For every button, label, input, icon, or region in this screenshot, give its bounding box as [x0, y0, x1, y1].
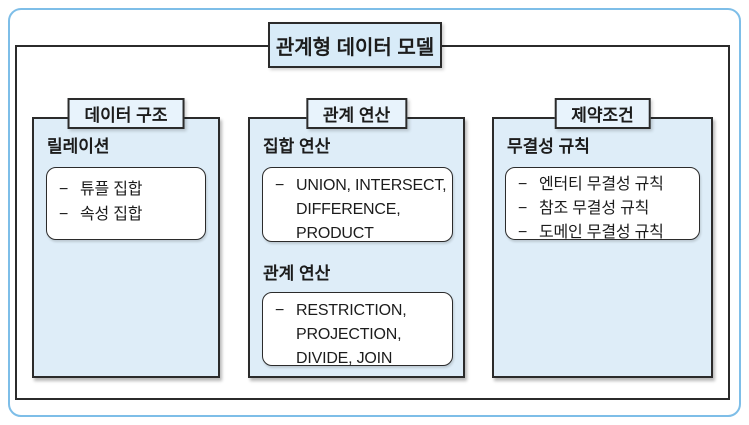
- item-line: RESTRICTION,: [296, 302, 407, 319]
- panel-relational-operations: 관계 연산 집합 연산 − UNION, INTERSECT, DIFFEREN…: [248, 98, 465, 378]
- dash-bullet: −: [275, 302, 285, 319]
- list-item: − 속성 집합: [59, 202, 201, 227]
- column-header-label: 데이터 구조: [84, 106, 168, 125]
- list-item: − UNION, INTERSECT, DIFFERENCE, PRODUCT: [275, 174, 448, 246]
- section-label: 무결성 규칙: [507, 137, 590, 156]
- section-label: 릴레이션: [47, 137, 110, 156]
- item-line: DIFFERENCE,: [296, 201, 401, 218]
- item-line: 튜플 집합: [80, 181, 143, 198]
- item-line: DIVIDE, JOIN: [296, 350, 393, 367]
- list-item: − 튜플 집합: [59, 177, 201, 202]
- item-box: − 튜플 집합 − 속성 집합: [46, 167, 206, 240]
- list-item: − 도메인 무결성 규칙: [518, 221, 695, 245]
- panel-data-structure: 데이터 구조 릴레이션 − 튜플 집합 − 속성 집합: [32, 98, 220, 378]
- column-header-label: 관계 연산: [322, 106, 391, 125]
- column-header-label: 제약조건: [571, 106, 634, 125]
- item-line: 엔터티 무결성 규칙: [539, 176, 664, 193]
- list-item: − RESTRICTION, PROJECTION, DIVIDE, JOIN: [275, 299, 448, 371]
- dash-bullet: −: [59, 181, 69, 198]
- dash-bullet: −: [518, 200, 528, 217]
- item-line: PROJECTION,: [296, 326, 402, 343]
- item-line: UNION, INTERSECT,: [296, 177, 447, 194]
- section-relation: 릴레이션 − 튜플 집합 − 속성 집합: [34, 135, 218, 240]
- dash-bullet: −: [59, 206, 69, 223]
- panel-constraints: 제약조건 무결성 규칙 − 엔터티 무결성 규칙 − 참조 무결성 규칙 − 도…: [492, 98, 713, 378]
- list-item: − 엔터티 무결성 규칙: [518, 173, 695, 197]
- item-line: 속성 집합: [80, 206, 143, 223]
- diagram-title: 관계형 데이터 모델: [275, 36, 435, 59]
- section-set-operations: 집합 연산 − UNION, INTERSECT, DIFFERENCE, PR…: [250, 135, 463, 242]
- item-box: − 엔터티 무결성 규칙 − 참조 무결성 규칙 − 도메인 무결성 규칙: [505, 167, 700, 241]
- item-box: − UNION, INTERSECT, DIFFERENCE, PRODUCT: [262, 167, 453, 242]
- column-header-relational-operations: 관계 연산: [305, 98, 408, 129]
- item-line: 도메인 무결성 규칙: [539, 224, 664, 241]
- column-header-data-structure: 데이터 구조: [67, 98, 185, 129]
- section-integrity-rules: 무결성 규칙 − 엔터티 무결성 규칙 − 참조 무결성 규칙 − 도메인 무결…: [494, 135, 711, 241]
- dash-bullet: −: [275, 177, 285, 194]
- dash-bullet: −: [518, 224, 528, 241]
- section-label: 집합 연산: [263, 137, 331, 156]
- diagram-title-box: 관계형 데이터 모델: [268, 22, 442, 68]
- section-label: 관계 연산: [263, 264, 331, 283]
- item-box: − RESTRICTION, PROJECTION, DIVIDE, JOIN: [262, 292, 453, 367]
- item-line: PRODUCT: [296, 225, 374, 242]
- section-relation-operations: 관계 연산 − RESTRICTION, PROJECTION, DIVIDE,…: [250, 262, 463, 367]
- column-header-constraints: 제약조건: [554, 98, 651, 129]
- item-line: 참조 무결성 규칙: [539, 200, 650, 217]
- dash-bullet: −: [518, 176, 528, 193]
- list-item: − 참조 무결성 규칙: [518, 197, 695, 221]
